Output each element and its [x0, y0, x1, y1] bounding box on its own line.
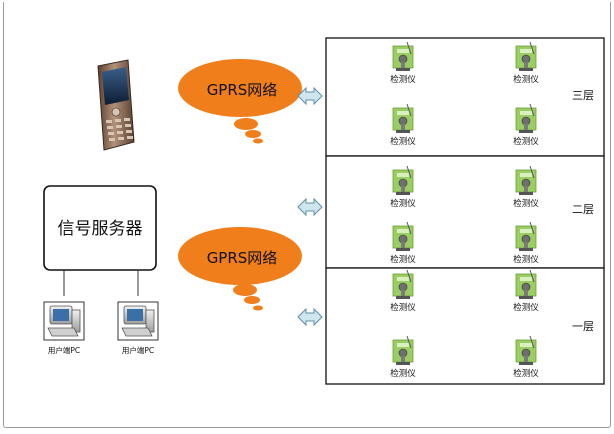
mobile-phone-icon — [97, 59, 135, 151]
detector-label: 检测仪 — [390, 136, 416, 147]
arrow-both-icon — [297, 308, 323, 326]
detector-label: 检测仪 — [390, 198, 416, 209]
monitor-pc-icon — [117, 301, 159, 341]
monitor-pc-icon — [43, 301, 85, 341]
floor-label: 一层 — [572, 320, 594, 333]
gas-detector-icon — [515, 41, 537, 72]
floors-panel — [325, 37, 605, 385]
gas-detector-icon — [515, 335, 537, 366]
gas-detector-icon — [392, 221, 414, 252]
detector-label: 检测仪 — [390, 74, 416, 85]
detector-label: 检测仪 — [390, 254, 416, 265]
detector-label: 检测仪 — [513, 254, 539, 265]
floor-3-box — [325, 37, 605, 157]
signal-server-box: 信号服务器 — [43, 185, 157, 271]
gas-detector-icon — [515, 103, 537, 134]
gprs-cloud-top: GPRS网络 — [178, 59, 302, 144]
detector-label: 检测仪 — [390, 368, 416, 379]
floor-2-box — [325, 155, 605, 269]
gas-detector-icon — [392, 165, 414, 196]
detector-label: 检测仪 — [390, 302, 416, 313]
gprs-cloud-label: GPRS网络 — [207, 249, 278, 267]
gprs-cloud-label: GPRS网络 — [207, 81, 278, 99]
gas-detector-icon — [392, 41, 414, 72]
pc-label: 用户端PC — [122, 345, 154, 355]
pc-label: 用户端PC — [48, 345, 80, 355]
gas-detector-icon — [392, 269, 414, 300]
gas-detector-icon — [515, 221, 537, 252]
gas-detector-icon — [515, 165, 537, 196]
floor-label: 三层 — [572, 89, 594, 102]
detector-label: 检测仪 — [513, 368, 539, 379]
arrow-both-icon — [297, 198, 323, 216]
gas-detector-icon — [392, 103, 414, 134]
gprs-cloud-bottom: GPRS网络 — [178, 227, 302, 311]
floor-1-box — [325, 267, 605, 385]
detector-label: 检测仪 — [513, 74, 539, 85]
detector-label: 检测仪 — [513, 302, 539, 313]
signal-server-label: 信号服务器 — [58, 219, 143, 239]
detector-label: 检测仪 — [513, 136, 539, 147]
detector-label: 检测仪 — [513, 198, 539, 209]
floor-label: 二层 — [572, 203, 594, 216]
server-pc-lines — [63, 270, 139, 296]
gas-detector-icon — [392, 335, 414, 366]
gas-detector-icon — [515, 269, 537, 300]
